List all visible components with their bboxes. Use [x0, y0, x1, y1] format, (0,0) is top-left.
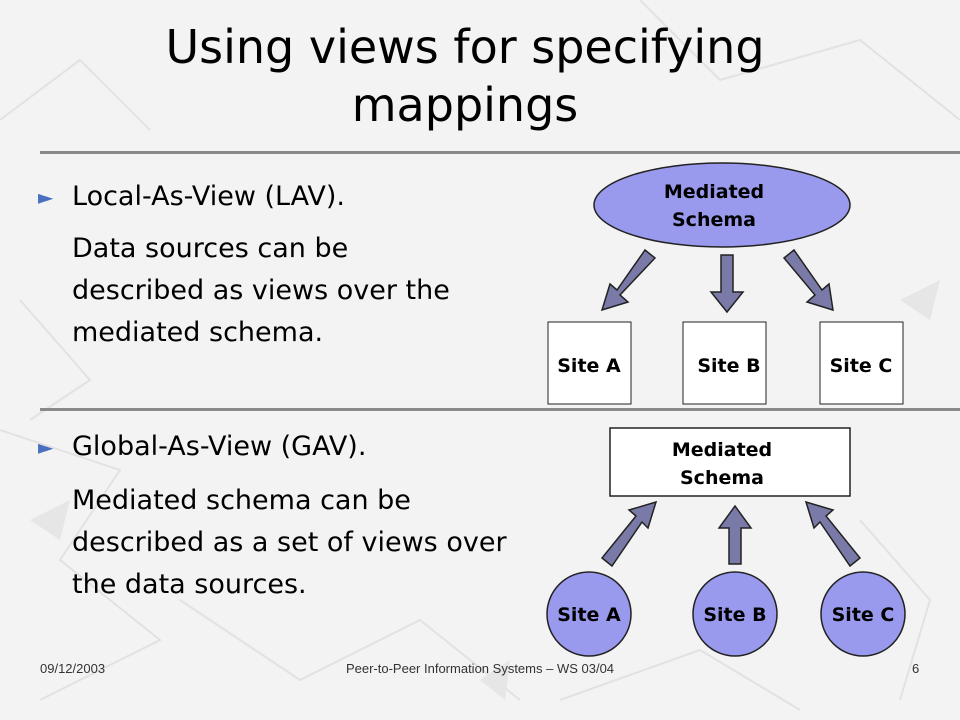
- lav-bullet: ► Local-As-View (LAV).: [38, 174, 346, 220]
- gav-mediated-label-line1: Mediated: [672, 439, 772, 461]
- gav-site-c-label: Site C: [832, 604, 895, 626]
- lav-site-b-label: Site B: [697, 355, 760, 377]
- gav-arrow-b-icon: [717, 504, 753, 565]
- gav-site-a-label: Site A: [557, 604, 621, 626]
- lav-site-a-box: [547, 321, 632, 405]
- gav-heading: Global-As-View (GAV).: [72, 431, 367, 462]
- gav-diagram: Mediated Schema Site A Site B Site C: [546, 427, 906, 657]
- section-divider: [40, 408, 960, 411]
- gav-site-b-circle: [692, 571, 778, 657]
- lav-site-b-box: [682, 321, 767, 405]
- bullet-arrow-icon: ►: [38, 185, 54, 209]
- lav-arrow-b-icon: [709, 254, 745, 314]
- title-divider: [40, 151, 960, 154]
- lav-diagram: Mediated Schema Site A Site B Site C: [547, 162, 904, 405]
- gav-mediated-label-line2: Schema: [680, 467, 764, 489]
- gav-bullet: ► Global-As-View (GAV).: [38, 424, 367, 470]
- slide-title: Using views for specifying mappings: [165, 20, 765, 132]
- lav-heading: Local-As-View (LAV).: [72, 181, 346, 212]
- lav-description: Data sources can be described as views o…: [72, 233, 450, 348]
- lav-site-c-box: [819, 321, 904, 405]
- footer-page-number: 6: [912, 661, 920, 676]
- lav-mediated-label-line2: Schema: [672, 209, 756, 231]
- footer-date: 09/12/2003: [40, 661, 106, 676]
- lav-site-c-label: Site C: [830, 355, 893, 377]
- lav-mediated-schema-ellipse: [593, 162, 851, 248]
- lav-arrow-c-icon: [782, 248, 834, 312]
- gav-site-b-label: Site B: [703, 604, 766, 626]
- bullet-arrow-icon: ►: [38, 435, 54, 459]
- gav-arrow-a-icon: [600, 500, 658, 568]
- gav-site-a-circle: [546, 571, 632, 657]
- gav-description: Mediated schema can be described as a se…: [72, 485, 507, 600]
- lav-arrow-a-icon: [600, 248, 657, 312]
- lav-mediated-label-line1: Mediated: [664, 181, 764, 203]
- gav-site-c-circle: [820, 571, 906, 657]
- gav-mediated-schema-box: [609, 427, 851, 497]
- footer-course: Peer-to-Peer Information Systems – WS 03…: [345, 661, 615, 676]
- lav-site-a-label: Site A: [557, 355, 621, 377]
- gav-arrow-c-icon: [804, 500, 862, 568]
